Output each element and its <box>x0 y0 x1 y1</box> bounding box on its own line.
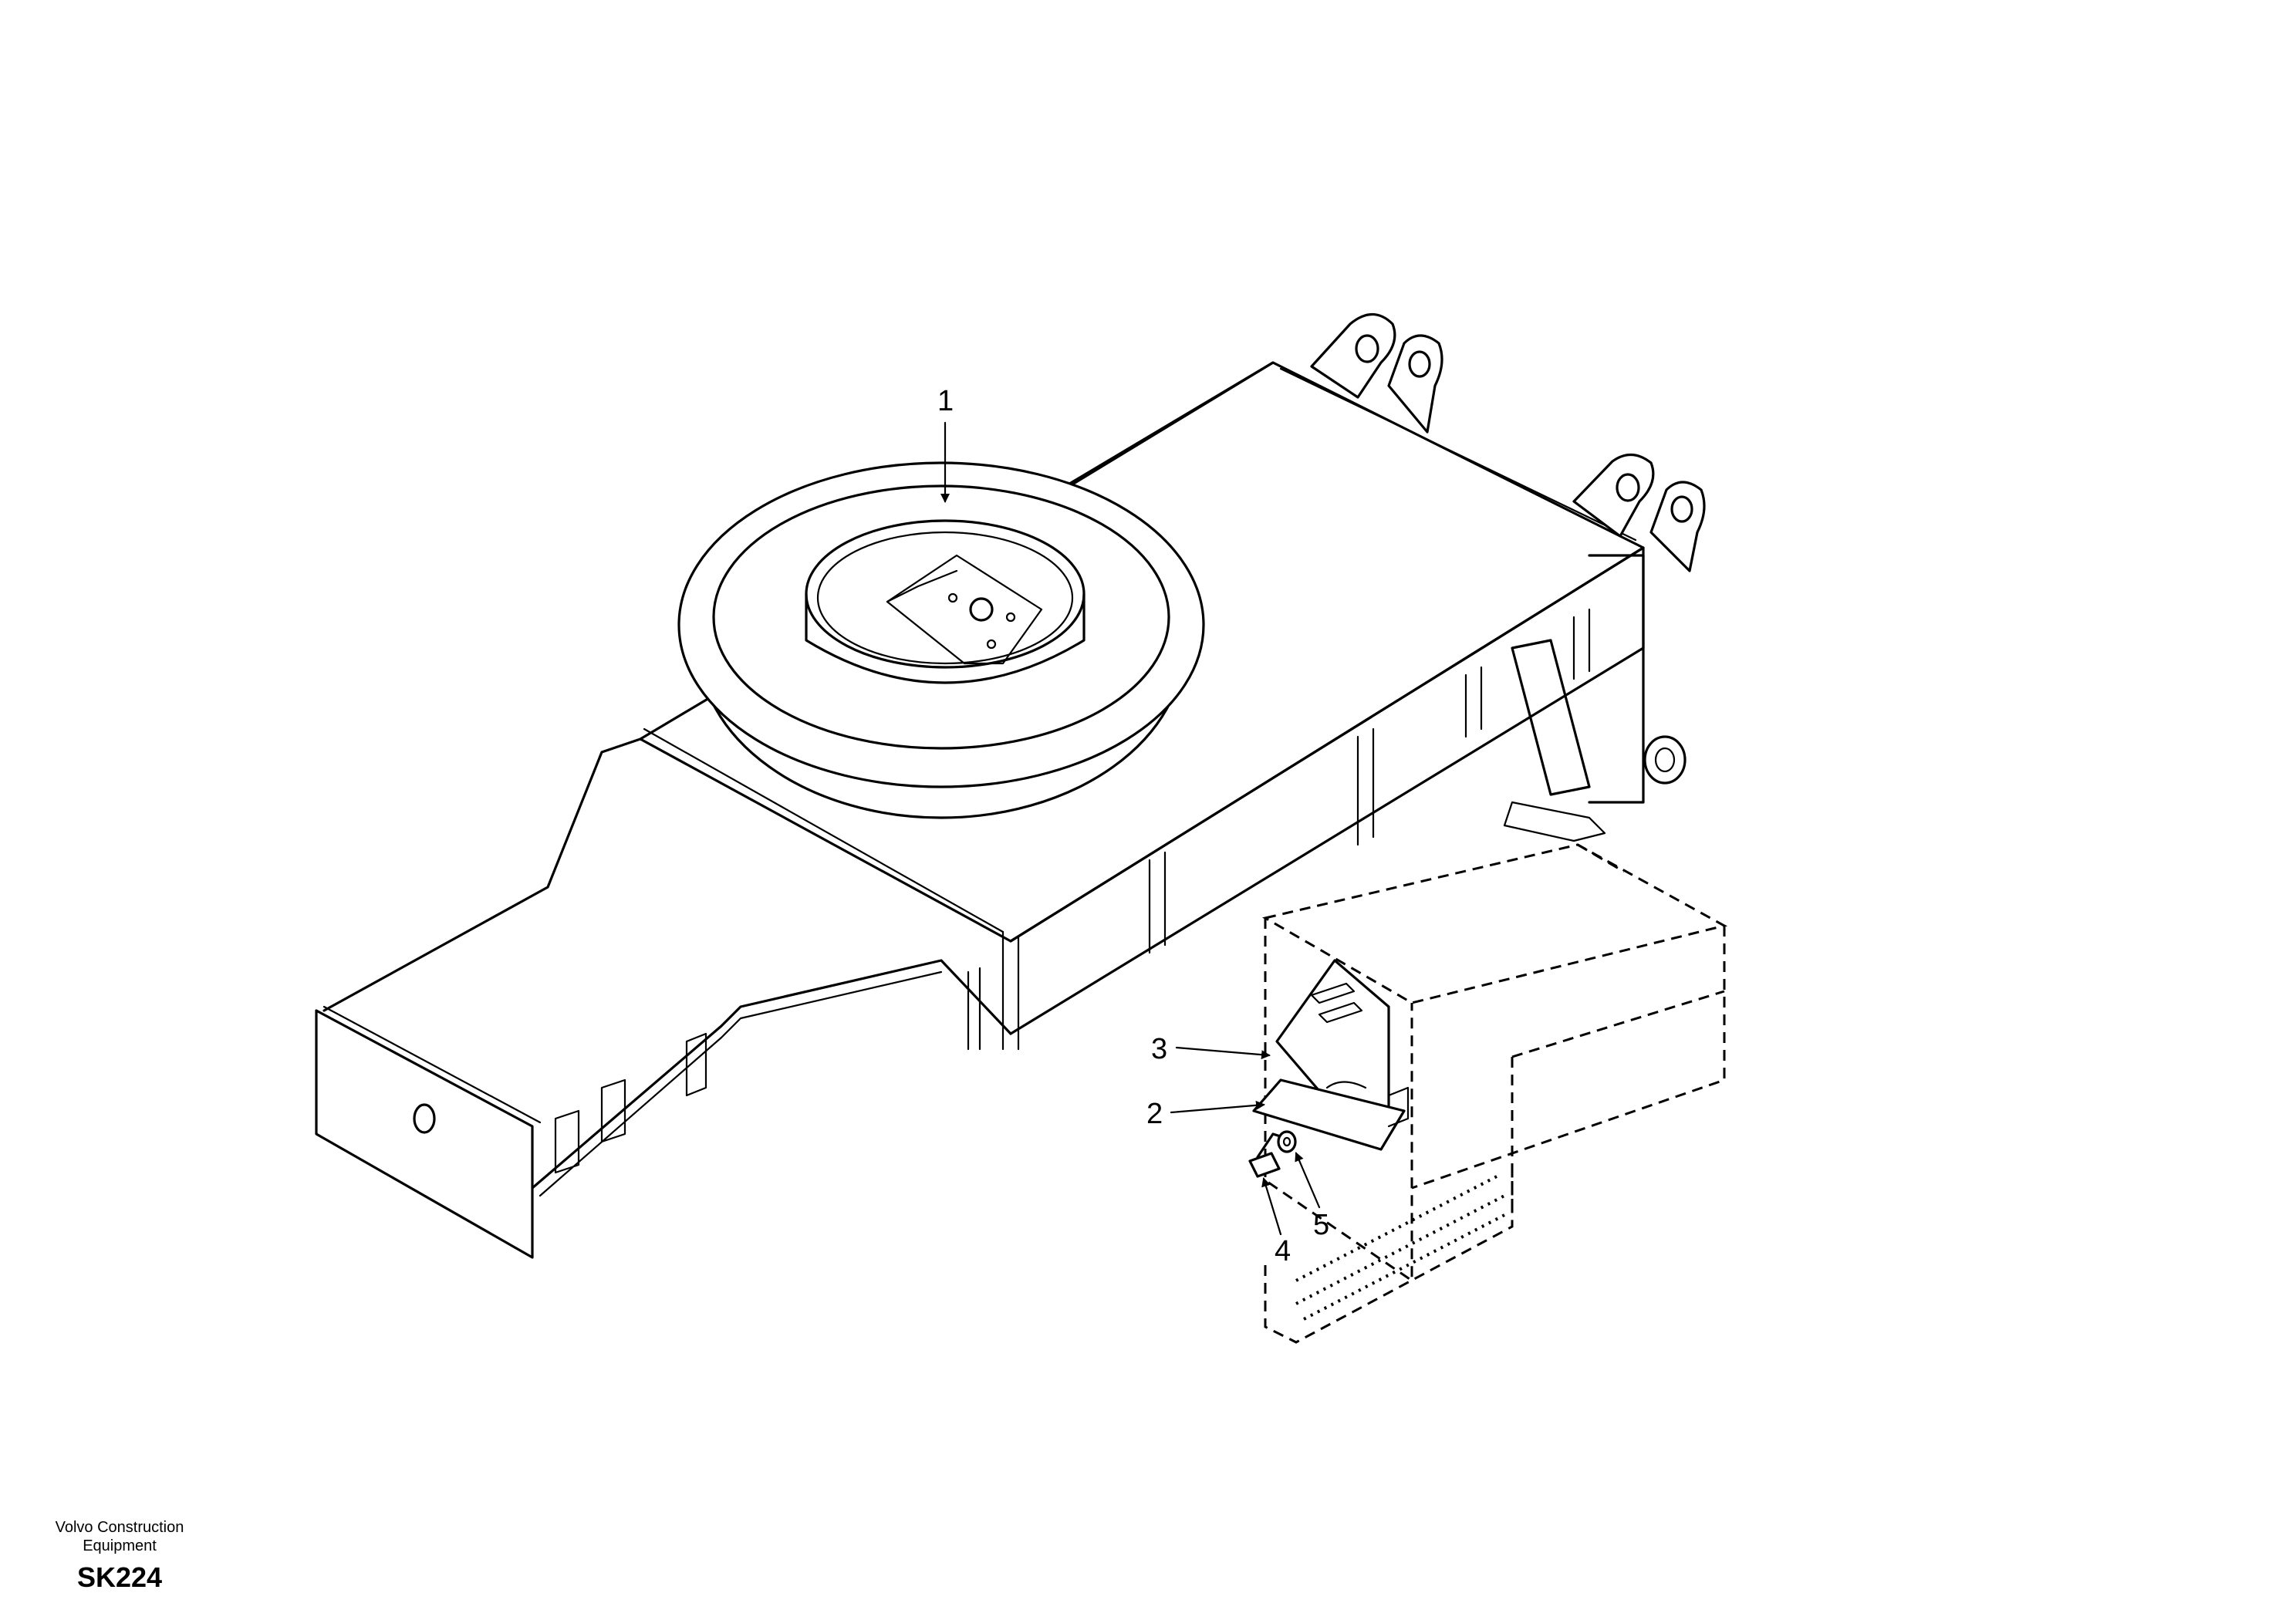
battery-box-outline: ​ <box>1261 843 1728 1344</box>
callout-2: 2 <box>1146 1098 1265 1130</box>
sheet-code: SK224 <box>76 1561 163 1593</box>
callout-5: 5 <box>1295 1152 1329 1241</box>
manufacturer-line-2: Equipment <box>83 1537 157 1554</box>
callout-3: 3 <box>1151 1033 1271 1065</box>
callout-4: 4 <box>1261 1177 1291 1267</box>
manufacturer-line-1: Volvo Construction <box>55 1519 184 1536</box>
callout-label: 2 <box>1146 1098 1163 1130</box>
callout-label: 4 <box>1275 1235 1291 1267</box>
callout-label: 1 <box>937 385 954 417</box>
callout-label: 3 <box>1151 1033 1167 1065</box>
callout-1: 1 <box>937 385 954 503</box>
bolt-and-washer <box>1248 1130 1297 1178</box>
slewing-ring <box>677 461 1205 819</box>
upper-frame-assembly <box>315 313 1706 1259</box>
callout-label: 5 <box>1313 1209 1329 1241</box>
battery-bracket <box>1252 959 1410 1151</box>
manufacturer-name: Volvo Construction Equipment <box>0 1518 239 1555</box>
